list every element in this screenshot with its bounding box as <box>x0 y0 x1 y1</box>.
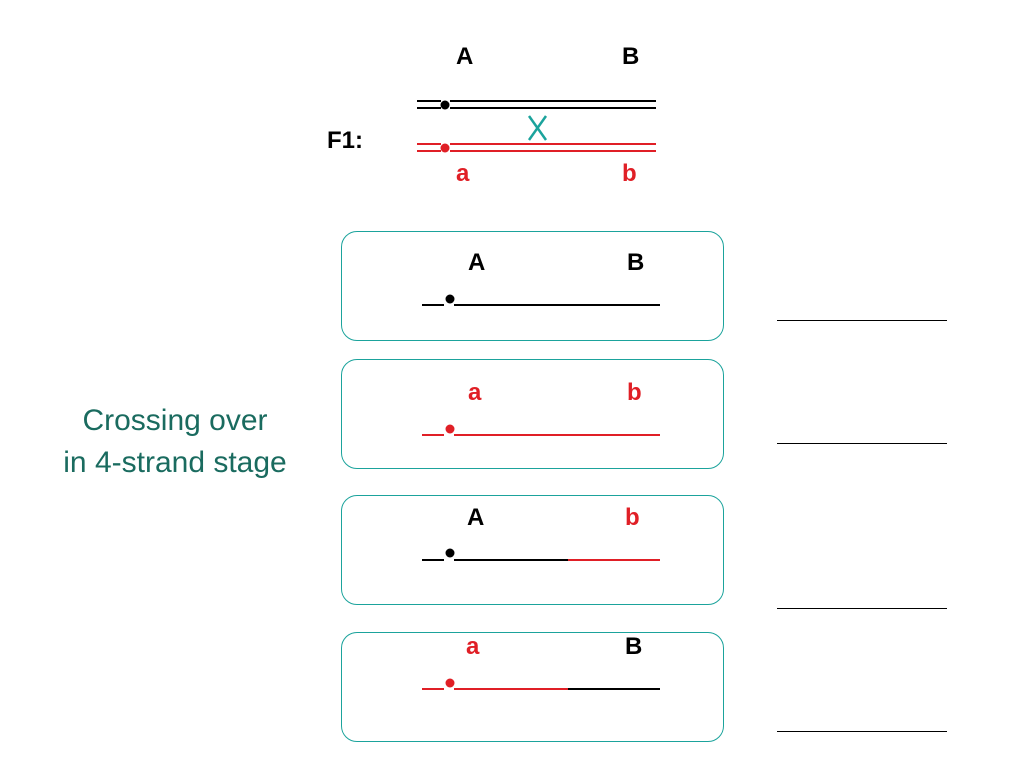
f1-top-label-b: B <box>622 43 640 70</box>
crossover-x-mark <box>527 115 548 141</box>
answer-blank-4[interactable] <box>777 731 947 732</box>
strand-4-left-label: a <box>466 633 480 660</box>
strand-3-centromere <box>445 548 455 558</box>
strand-4-centromere <box>445 678 455 688</box>
strand-2-centromere <box>445 424 455 434</box>
strand-3-chromatid <box>422 548 660 561</box>
f1-red-centromere <box>440 143 450 153</box>
strand-1-chromatid <box>422 294 660 306</box>
strand-2-chromatid <box>422 424 660 436</box>
answer-blank-1[interactable] <box>777 320 947 321</box>
side-caption: Crossing over in 4-strand stage <box>30 400 320 484</box>
strand-box-1 <box>341 231 724 341</box>
answer-blank-3[interactable] <box>777 608 947 609</box>
f1-black-chromosome <box>417 100 656 110</box>
f1-top-label-a: A <box>456 43 474 70</box>
strand-2-right-label: b <box>627 379 642 406</box>
strand-box-2 <box>341 359 724 469</box>
f1-bottom-label-a: a <box>456 160 470 187</box>
strand-3-right-label: b <box>625 504 640 531</box>
strand-1-right-label: B <box>627 249 645 276</box>
f1-label: F1: <box>327 127 363 154</box>
strand-1-left-label: A <box>468 249 486 276</box>
strand-box-4 <box>341 632 724 742</box>
strand-2-left-label: a <box>468 379 482 406</box>
side-caption-line1: Crossing over <box>82 404 268 437</box>
strand-box-3 <box>341 495 724 605</box>
answer-blank-2[interactable] <box>777 443 947 444</box>
strand-4-chromatid <box>422 678 660 690</box>
side-caption-line2: in 4-strand stage <box>63 446 287 479</box>
f1-bottom-label-b: b <box>622 160 637 187</box>
strand-1-centromere <box>445 294 455 304</box>
f1-red-chromosome <box>417 143 656 153</box>
strand-4-right-label: B <box>625 633 643 660</box>
strand-3-left-label: A <box>467 504 485 531</box>
f1-black-centromere <box>440 100 450 110</box>
